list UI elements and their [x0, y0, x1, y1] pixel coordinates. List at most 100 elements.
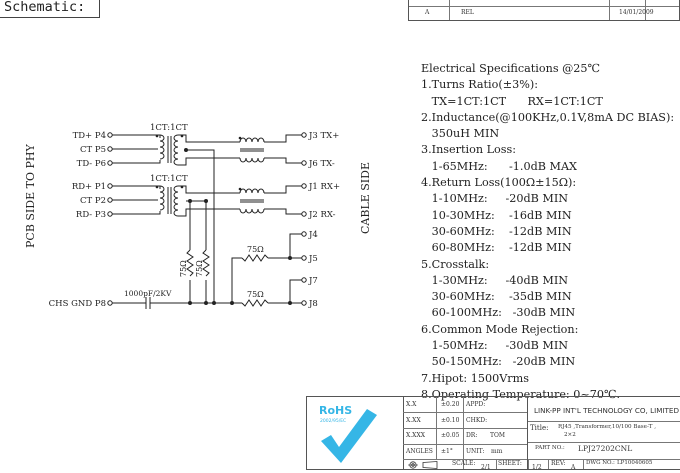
pin-rd-minus — [107, 211, 113, 217]
resistor-value: 75Ω — [247, 290, 264, 299]
rohs-sub: 2002/95/EC — [320, 418, 346, 424]
pin-td-minus — [107, 160, 113, 166]
electrical-specifications: Electrical Specifications @25℃ 1.Turns R… — [421, 61, 674, 403]
unit-value: mm — [491, 448, 503, 455]
spec-line: 8.Operating Temperature: 0~70℃. — [421, 387, 621, 401]
part-no-value: LPJ27202CNL — [578, 444, 633, 453]
schematic-title: Schematic: — [4, 0, 86, 15]
resistor-r2 — [202, 249, 210, 277]
rohs-logo: RoHS 2002/95/EC — [307, 397, 404, 469]
schematic-diagram: PCB SIDE TO PHY CABLE SIDE 1CT:1CT 1CT:1… — [24, 123, 372, 309]
sheet-label: SHEET: — [498, 460, 522, 467]
spec-line: 10-30MHz: -16dB MIN — [421, 208, 572, 222]
spec-line: 1-10MHz: -20dB MIN — [421, 192, 569, 206]
pin-label: TD- P6 — [77, 159, 106, 169]
label-ratio-top: 1CT:1CT — [150, 123, 188, 133]
pin-j1 — [301, 183, 307, 189]
cap-value: 1000pF/2KV — [124, 289, 172, 298]
pin-rd-plus — [107, 183, 113, 189]
pin-j6 — [301, 160, 307, 166]
pin-label: CT P5 — [80, 145, 106, 155]
spec-line: 1-50MHz: -30dB MIN — [421, 339, 569, 353]
spec-line: 1-30MHz: -40dB MIN — [421, 273, 569, 287]
chkd-label: CHKD: — [466, 417, 488, 424]
pin-label: J1 RX+ — [308, 182, 340, 192]
tol-xxx-value: ±0.05 — [441, 432, 460, 439]
projection-symbol-icon — [408, 461, 438, 469]
revision-table: A REL 14/01/2009 — [408, 0, 680, 21]
pin-j5 — [301, 255, 307, 261]
scale-label: SCALE: — [452, 460, 476, 467]
rev-label: REV: — [551, 460, 566, 467]
jack-label: J5 — [308, 254, 318, 264]
resistor-r3 — [241, 254, 269, 262]
unit-label: UNIT: — [466, 448, 485, 455]
jack-label: J7 — [308, 276, 318, 286]
pin-label: RD- P3 — [76, 210, 106, 220]
spec-line: 3.Insertion Loss: — [421, 143, 516, 157]
dr-label: DR: — [466, 432, 478, 439]
title-value: RJ45 ,Transformer,10/100 Base-T , — [558, 424, 656, 430]
spec-line: Electrical Specifications @25℃ — [421, 62, 601, 75]
revision-letter: A — [425, 9, 430, 16]
pin-label: TD+ P4 — [73, 131, 106, 141]
pin-ct-bottom — [107, 197, 113, 203]
company-name: LINK-PP INT'L TECHNOLOGY CO, LIMITED — [534, 406, 679, 415]
dwg-no-label: DWG NO.: — [586, 460, 615, 466]
pin-label: J6 TX- — [308, 159, 335, 169]
resistor-r1 — [186, 249, 194, 277]
rohs-check-icon: RoHS 2002/95/EC — [319, 404, 377, 463]
spec-line: 30-60MHz: -35dB MIN — [421, 290, 572, 304]
tol-x-label: X.X — [406, 401, 417, 408]
pin-label-chs: CHS GND P8 — [49, 299, 106, 309]
pin-j3 — [301, 132, 307, 138]
resistor-value: 75Ω — [247, 245, 264, 254]
label-cable-side: CABLE SIDE — [359, 162, 372, 234]
jack-label: J8 — [308, 299, 318, 309]
pin-chs-gnd — [107, 300, 113, 306]
spec-line: 60-80MHz: -12dB MIN — [421, 241, 572, 255]
label-ratio-bottom: 1CT:1CT — [150, 174, 188, 184]
rohs-text: RoHS — [319, 404, 352, 417]
angles-label: ANGLES — [406, 448, 433, 455]
spec-line: TX=1CT:1CT RX=1CT:1CT — [421, 94, 603, 108]
pin-label: J2 RX- — [308, 210, 336, 220]
pin-label: J3 TX+ — [308, 131, 339, 141]
scale-value: 2/1 — [481, 464, 491, 471]
revision-date: 14/01/2009 — [619, 9, 654, 16]
spec-line: 1.Turns Ratio(±3%): — [421, 78, 538, 92]
dwg-no-value: LP10040605 — [617, 460, 653, 466]
resistor-value: 75Ω — [195, 260, 204, 277]
tol-xx-label: X.XX — [406, 417, 421, 424]
header-box — [0, 0, 100, 18]
tol-xxx-label: X.XXX — [406, 432, 425, 439]
spec-line: 2.Inductance(@100KHz,0.1V,8mA DC BIAS): — [421, 110, 675, 124]
title-block: RoHS 2002/95/EC X.X ±0.20 APPD: X.XX ±0.… — [306, 396, 680, 471]
pin-ct-top — [107, 146, 113, 152]
spec-line: 50-150MHz: -20dB MIN — [421, 355, 576, 369]
pin-j7 — [301, 277, 307, 283]
label-pcb-side: PCB SIDE TO PHY — [24, 144, 37, 248]
dr-value: TOM — [490, 432, 506, 439]
pin-j8 — [301, 300, 307, 306]
rev-value: A — [571, 464, 576, 471]
spec-line: 60-100MHz: -30dB MIN — [421, 306, 576, 320]
title-label: Title: — [530, 424, 549, 432]
spec-line: 350uH MIN — [421, 127, 500, 141]
jack-label: J4 — [308, 230, 318, 240]
resistor-value: 75Ω — [179, 260, 188, 277]
tol-xx-value: ±0.10 — [441, 417, 460, 424]
pin-label: RD+ P1 — [72, 182, 106, 192]
spec-line: 7.Hipot: 1500Vrms — [421, 371, 529, 385]
spec-line: 30-60MHz: -12dB MIN — [421, 224, 572, 238]
pin-td-plus — [107, 132, 113, 138]
tol-x-value: ±0.20 — [441, 401, 460, 408]
spec-line: 1-65MHz: -1.0dB MAX — [421, 159, 578, 173]
part-no-label: PART NO.: — [535, 445, 565, 451]
pin-j4 — [301, 231, 307, 237]
title-value-2: 2×2 — [564, 432, 576, 438]
spec-line: 5.Crosstalk: — [421, 257, 490, 271]
pin-j2 — [301, 211, 307, 217]
appd-label: APPD: — [466, 401, 486, 408]
sheet-value: 1/2 — [532, 464, 542, 471]
